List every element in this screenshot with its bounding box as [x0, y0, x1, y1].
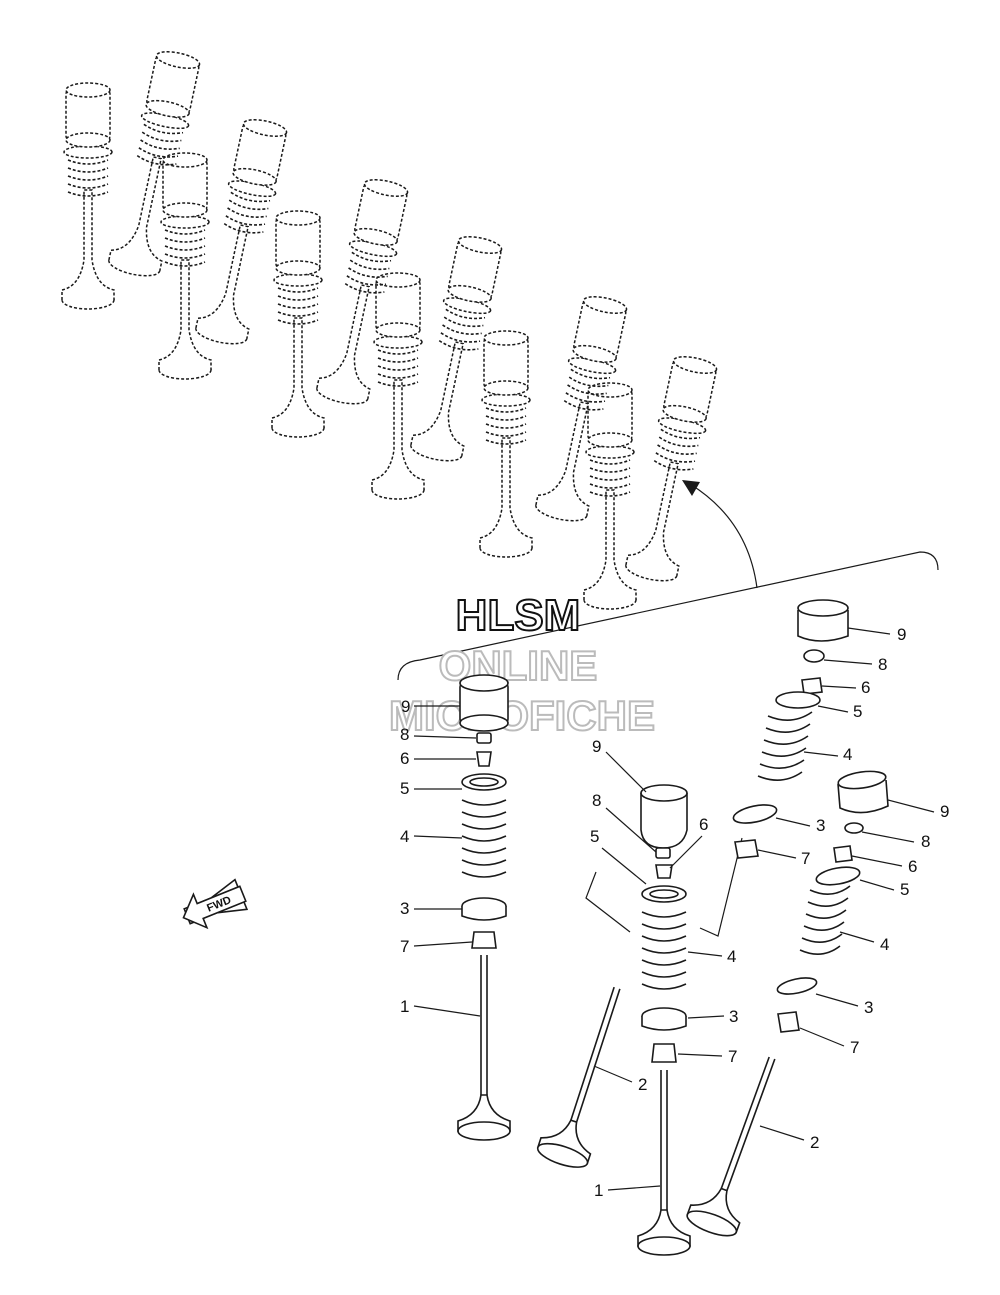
watermark-line2: ONLINE	[439, 642, 598, 689]
callout-b-2: 2	[638, 1075, 647, 1094]
valve-set-c-upper	[732, 599, 849, 859]
callout-b-4: 4	[727, 947, 736, 966]
callout-c-4: 4	[843, 745, 852, 764]
callout-b-6: 6	[699, 815, 708, 834]
callout-b-3: 3	[729, 1007, 738, 1026]
callout-c-6: 6	[861, 678, 870, 697]
valve-set-b	[534, 784, 691, 1256]
callout-d-5: 5	[900, 880, 909, 899]
callout-a-8: 8	[400, 725, 409, 744]
callouts-set-a: 9 8 6 5 4 3 7 1	[400, 697, 481, 1017]
callout-d-6: 6	[908, 857, 917, 876]
callout-a-1: 1	[400, 997, 409, 1016]
assembled-valve-cluster	[61, 46, 723, 610]
exploded-view-bracket	[397, 480, 939, 681]
callout-c-5: 5	[853, 702, 862, 721]
callout-a-7: 7	[400, 937, 409, 956]
callout-b-8: 8	[592, 791, 601, 810]
callouts-set-c-lower: 9 8 6 5 4 3 7 2	[759, 799, 949, 1152]
callout-c-8: 8	[878, 655, 887, 674]
callout-d-9: 9	[940, 802, 949, 821]
callout-b-7: 7	[728, 1047, 737, 1066]
fwd-arrow-icon: FWD	[182, 878, 249, 930]
valve-set-a	[457, 674, 511, 1141]
callout-a-6: 6	[400, 749, 409, 768]
callout-d-2: 2	[810, 1133, 819, 1152]
callout-d-7: 7	[850, 1038, 859, 1057]
callout-d-3: 3	[864, 998, 873, 1017]
callout-c-9: 9	[897, 625, 906, 644]
valve-pair-bracket	[585, 837, 743, 937]
callout-a-9: 9	[401, 697, 410, 716]
callout-b-9: 9	[592, 737, 601, 756]
callout-b-5: 5	[590, 827, 599, 846]
callout-d-8: 8	[921, 832, 930, 851]
valve-set-c-lower	[683, 770, 889, 1242]
callout-d-4: 4	[880, 935, 889, 954]
arrow-head-icon	[682, 480, 700, 496]
watermark-line1: HLSM	[456, 591, 581, 640]
callout-a-5: 5	[400, 779, 409, 798]
watermark: HLSM ONLINE MICROFICHE	[388, 590, 656, 740]
watermark-line3: MICROFICHE	[389, 692, 655, 739]
callouts-set-c-upper: 9 8 6 5 4 3 7	[757, 625, 906, 868]
callouts-set-b: 9 8 6 5 4 3 7 2 1	[590, 737, 738, 1200]
callout-b-1: 1	[594, 1181, 603, 1200]
callout-a-3: 3	[400, 899, 409, 918]
callout-c-7: 7	[801, 849, 810, 868]
callout-c-3: 3	[816, 816, 825, 835]
callout-a-4: 4	[400, 827, 409, 846]
